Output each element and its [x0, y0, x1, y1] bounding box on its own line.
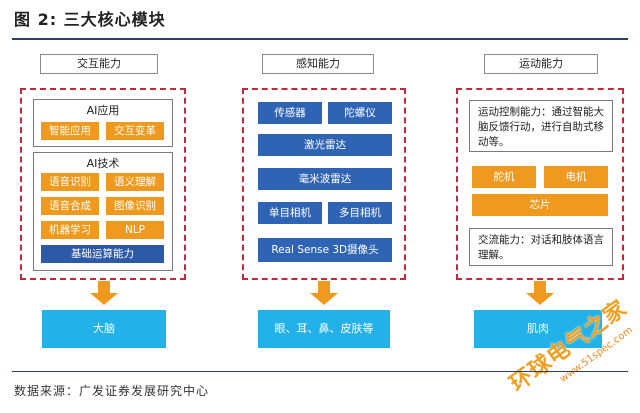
chip-mono-camera: 单目相机	[258, 202, 322, 224]
chip-machine-learning: 机器学习	[41, 221, 99, 239]
chip-interaction-change: 交互变革	[106, 122, 164, 140]
ai-application-title: AI应用	[86, 104, 120, 117]
motion-header: 运动能力	[484, 54, 598, 74]
chip-sensor: 传感器	[258, 102, 322, 124]
ai-application-group: AI应用 智能应用 交互变革	[33, 99, 173, 147]
top-divider	[12, 38, 628, 40]
motion-control-note: 运动控制能力：通过智能大脑反馈行动，进行自助式移动等。	[469, 100, 613, 152]
chip-motor: 电机	[544, 166, 608, 188]
figure-title: 图 2: 三大核心模块	[14, 10, 166, 29]
motion-output-muscle: 肌肉	[474, 310, 602, 348]
interaction-arrow-icon	[90, 293, 118, 305]
chip-image-recognition: 图像识别	[106, 197, 164, 215]
chip-chip: 芯片	[472, 194, 608, 216]
motion-arrow-icon	[526, 293, 554, 305]
chip-mmwave-radar: 毫米波雷达	[258, 168, 392, 190]
interaction-arrow-stem	[98, 281, 110, 293]
perception-output-senses: 眼、耳、鼻、皮肤等	[258, 310, 390, 348]
chip-realsense-camera: Real Sense 3D摄像头	[258, 238, 392, 262]
perception-arrow-stem	[318, 281, 330, 293]
data-source: 数据来源：广发证券发展研究中心	[14, 384, 210, 398]
ai-technology-group: AI技术 语音识别 语义理解 语音合成 图像识别 机器学习 NLP 基础运算能力	[33, 152, 173, 271]
ai-technology-title: AI技术	[86, 157, 120, 170]
motion-panel: 运动控制能力：通过智能大脑反馈行动，进行自助式移动等。 舵机 电机 芯片 交流能…	[456, 88, 624, 280]
interaction-panel: AI应用 智能应用 交互变革 AI技术 语音识别 语义理解 语音合成 图像识别 …	[20, 88, 186, 280]
chip-semantic-understanding: 语义理解	[106, 173, 164, 191]
interaction-output-brain: 大脑	[42, 310, 166, 348]
motion-communication-note: 交流能力：对话和肢体语言理解。	[469, 228, 613, 266]
bottom-divider	[12, 371, 628, 372]
interaction-header: 交互能力	[40, 54, 158, 74]
chip-lidar: 激光雷达	[258, 134, 392, 156]
motion-arrow-stem	[534, 281, 546, 293]
chip-smart-app: 智能应用	[41, 122, 99, 140]
chip-servo: 舵机	[472, 166, 536, 188]
chip-speech-recognition: 语音识别	[41, 173, 99, 191]
perception-panel: 传感器 陀螺仪 激光雷达 毫米波雷达 单目相机 多目相机 Real Sense …	[242, 88, 406, 280]
perception-arrow-icon	[310, 293, 338, 305]
perception-header: 感知能力	[262, 54, 374, 74]
chip-basic-computing: 基础运算能力	[41, 245, 164, 263]
chip-gyroscope: 陀螺仪	[328, 102, 392, 124]
chip-speech-synthesis: 语音合成	[41, 197, 99, 215]
chip-multi-camera: 多目相机	[328, 202, 392, 224]
chip-nlp: NLP	[106, 221, 164, 239]
